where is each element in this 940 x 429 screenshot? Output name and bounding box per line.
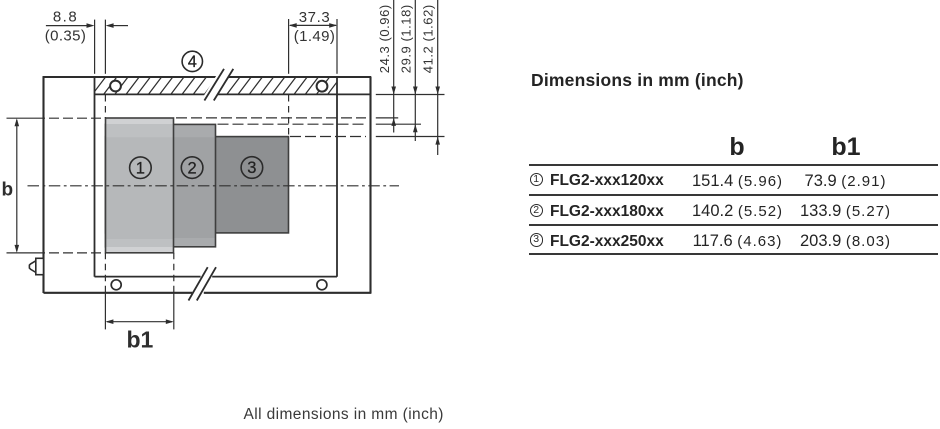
svg-text:b: b bbox=[2, 179, 14, 200]
svg-text:b1: b1 bbox=[127, 327, 154, 353]
svg-text:37.3: 37.3 bbox=[299, 9, 331, 26]
svg-text:8.8: 8.8 bbox=[53, 9, 78, 26]
svg-text:3: 3 bbox=[247, 159, 256, 177]
svg-text:24.3 (0.96): 24.3 (0.96) bbox=[377, 4, 392, 73]
svg-text:(0.35): (0.35) bbox=[45, 28, 87, 45]
svg-text:(1.49): (1.49) bbox=[294, 28, 336, 45]
svg-text:4: 4 bbox=[188, 53, 197, 71]
svg-text:29.9 (1.18): 29.9 (1.18) bbox=[399, 4, 414, 73]
svg-text:41.2 (1.62): 41.2 (1.62) bbox=[421, 4, 436, 73]
svg-text:2: 2 bbox=[188, 159, 197, 177]
svg-text:1: 1 bbox=[136, 159, 145, 177]
